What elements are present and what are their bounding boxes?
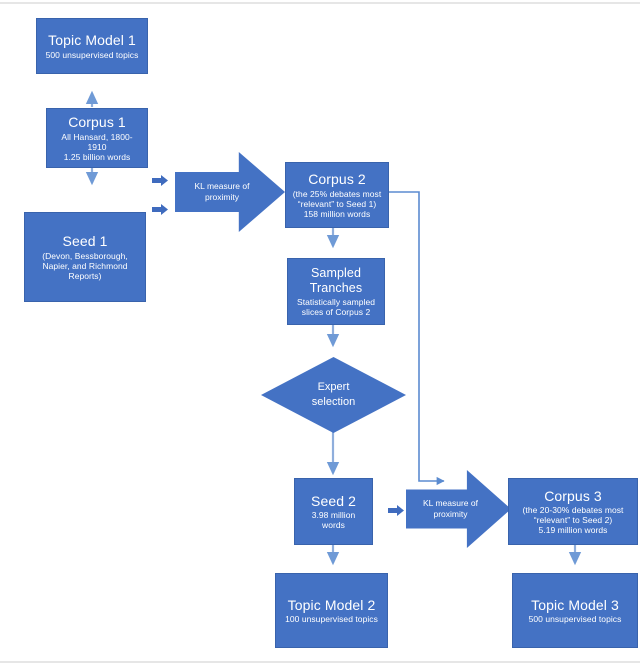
node-corpus-1[interactable]: Corpus 1 All Hansard, 1800- 1910 1.25 bi… bbox=[46, 108, 148, 168]
node-subtitle-line-2: words bbox=[322, 520, 345, 531]
node-subtitle-line-3: 158 million words bbox=[303, 208, 371, 219]
process-arrow-label-line-2: proximity bbox=[204, 192, 239, 202]
node-title: Topic Model 3 bbox=[531, 596, 619, 613]
node-title: Topic Model 1 bbox=[48, 32, 136, 49]
process-arrow-label-line-2: proximity bbox=[433, 509, 468, 519]
node-corpus-3[interactable]: Corpus 3 (the 20-30% debates most “relev… bbox=[508, 478, 638, 545]
node-title: Corpus 1 bbox=[68, 114, 126, 131]
top-divider-rule bbox=[0, 2, 640, 4]
node-title: Seed 2 bbox=[311, 492, 356, 509]
feeder-arrow-corpus1 bbox=[152, 175, 168, 186]
node-subtitle-line-2: “relevant” to Seed 2) bbox=[533, 515, 613, 526]
node-subtitle-line-1: 3.98 million bbox=[311, 510, 356, 521]
process-arrow-label-line-1: KL measure of bbox=[194, 180, 250, 191]
node-sampled-tranches[interactable]: Sampled Tranches Statistically sampled s… bbox=[287, 258, 385, 325]
feeder-arrow-seed2 bbox=[388, 505, 404, 516]
node-subtitle-line-1: (Devon, Bessborough, bbox=[42, 250, 128, 261]
node-topic-model-3[interactable]: Topic Model 3 500 unsupervised topics bbox=[512, 573, 638, 648]
node-subtitle-line-3: 5.19 million words bbox=[538, 525, 608, 536]
node-subtitle-line-3: 1.25 billion words bbox=[63, 151, 131, 162]
node-subtitle: 500 unsupervised topics bbox=[45, 49, 139, 60]
node-subtitle-line-1: All Hansard, 1800- bbox=[61, 131, 133, 142]
node-subtitle: 100 unsupervised topics bbox=[285, 614, 378, 625]
node-title: Topic Model 2 bbox=[287, 596, 376, 613]
node-subtitle-line-2: 1910 bbox=[87, 141, 107, 152]
node-corpus-2[interactable]: Corpus 2 (the 25% debates most “relevant… bbox=[285, 162, 389, 228]
node-title-line-1: Sampled bbox=[310, 265, 362, 280]
node-title-line-2: Tranches bbox=[309, 281, 363, 296]
node-title: Corpus 2 bbox=[308, 171, 366, 188]
node-seed-1[interactable]: Seed 1 (Devon, Bessborough, Napier, and … bbox=[24, 212, 146, 302]
node-subtitle-line-1: (the 25% debates most bbox=[292, 188, 382, 199]
node-subtitle-line-3: Reports) bbox=[68, 270, 102, 281]
node-subtitle-line-2: Napier, and Richmond bbox=[42, 260, 128, 271]
decision-label-line-1: Expert bbox=[317, 381, 350, 394]
process-arrow-label-line-1: KL measure of bbox=[423, 497, 478, 508]
bottom-divider-rule bbox=[0, 661, 640, 663]
node-topic-model-1[interactable]: Topic Model 1 500 unsupervised topics bbox=[36, 18, 148, 74]
node-subtitle-line-2: “relevant” to Seed 1) bbox=[297, 198, 377, 209]
decision-label-line-2: selection bbox=[311, 396, 356, 408]
node-seed-2[interactable]: Seed 2 3.98 million words bbox=[294, 478, 373, 545]
node-subtitle-line-2: slices of Corpus 2 bbox=[301, 307, 371, 318]
feeder-arrow-seed1 bbox=[152, 204, 168, 215]
node-title: Corpus 3 bbox=[544, 487, 602, 504]
node-subtitle-line-1: Statistically sampled bbox=[296, 297, 376, 308]
node-title: Seed 1 bbox=[62, 233, 108, 250]
node-subtitle: 500 unsupervised topics bbox=[528, 614, 622, 625]
node-topic-model-2[interactable]: Topic Model 2 100 unsupervised topics bbox=[275, 573, 388, 648]
connector-corpus2-to-kl2 bbox=[389, 191, 445, 486]
node-subtitle-line-1: (the 20-30% debates most bbox=[522, 505, 624, 516]
